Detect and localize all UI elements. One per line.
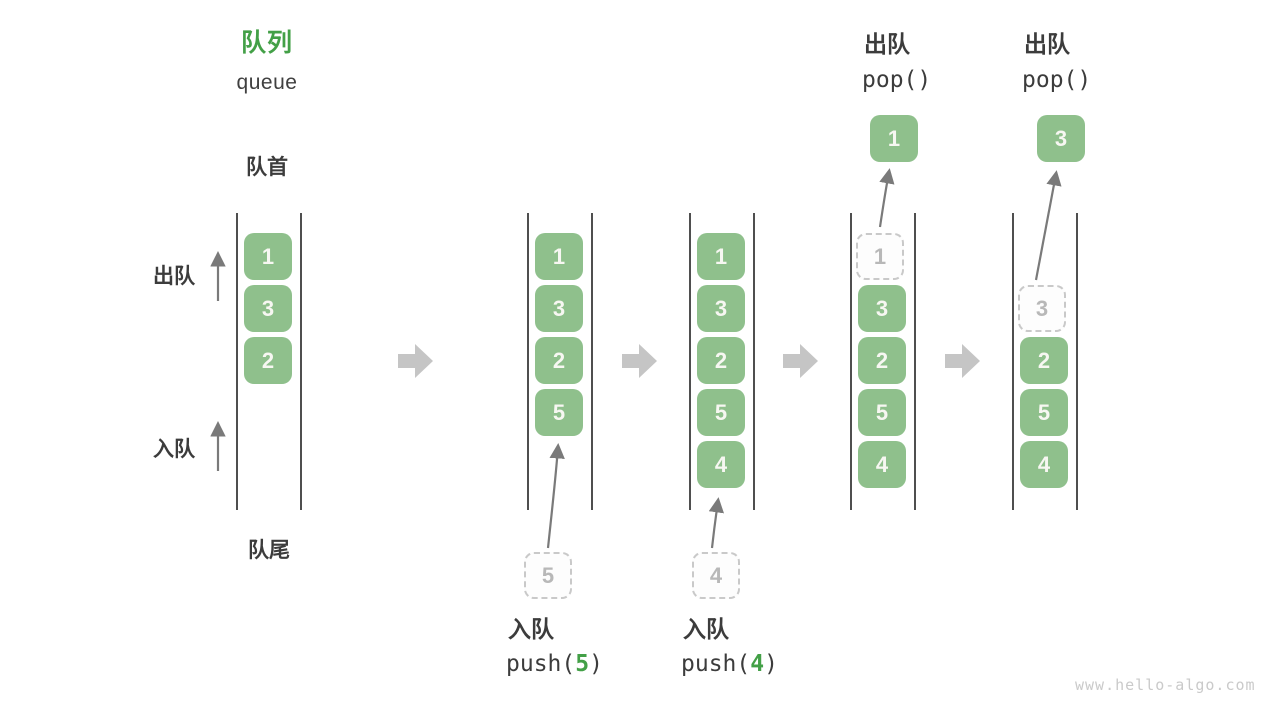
push-5-action-label: 入队 bbox=[508, 616, 554, 642]
pop-1-action-label: 出队 bbox=[864, 31, 910, 57]
push-5-call-label: push(5) bbox=[506, 653, 603, 676]
queue-cell: 5 bbox=[1020, 389, 1068, 436]
step-arrow-icon bbox=[945, 344, 980, 378]
queue-cell: 1 bbox=[697, 233, 745, 280]
step-arrow-icon bbox=[783, 344, 818, 378]
queue-column-after-pop-3: 3 2 5 4 bbox=[1012, 213, 1078, 510]
pop-3-call-label: pop() bbox=[1022, 67, 1092, 93]
queue-cell: 3 bbox=[535, 285, 583, 332]
push-4-call-label: push(4) bbox=[681, 653, 778, 676]
queue-cell: 2 bbox=[535, 337, 583, 384]
queue-cell: 1 bbox=[244, 233, 292, 280]
queue-front-label: 队首 bbox=[246, 156, 288, 179]
queue-cell: 3 bbox=[244, 285, 292, 332]
pop-3-action-label: 出队 bbox=[1024, 31, 1070, 57]
push-5-call-prefix: push( bbox=[506, 651, 576, 677]
step-arrow-icon bbox=[398, 344, 433, 378]
queue-cell: 4 bbox=[1020, 441, 1068, 488]
queue-cell: 5 bbox=[697, 389, 745, 436]
queue-rear-label: 队尾 bbox=[248, 539, 290, 562]
step-arrow-icon bbox=[622, 344, 657, 378]
queue-cell: 2 bbox=[858, 337, 906, 384]
queue-column-after-pop-1: 1 3 2 5 4 bbox=[850, 213, 916, 510]
queue-cell: 4 bbox=[697, 441, 745, 488]
queue-cell: 2 bbox=[697, 337, 745, 384]
dequeue-side-label: 出队 bbox=[153, 265, 195, 288]
queue-cell: 2 bbox=[244, 337, 292, 384]
queue-cell-placeholder: 3 bbox=[1018, 285, 1066, 332]
diagram-subtitle: queue bbox=[236, 71, 298, 94]
push-5-call-arg: 5 bbox=[575, 651, 590, 677]
queue-cell: 3 bbox=[858, 285, 906, 332]
push-4-call-arg: 4 bbox=[750, 651, 765, 677]
queue-cell: 1 bbox=[535, 233, 583, 280]
push-4-action-label: 入队 bbox=[683, 616, 729, 642]
popped-value-box-3: 3 bbox=[1037, 115, 1085, 162]
push-4-call-suffix: ) bbox=[764, 651, 778, 677]
watermark: www.hello-algo.com bbox=[1075, 676, 1256, 694]
queue-cell: 4 bbox=[858, 441, 906, 488]
staged-value-box-5: 5 bbox=[524, 552, 572, 599]
queue-cell: 2 bbox=[1020, 337, 1068, 384]
queue-cell: 3 bbox=[697, 285, 745, 332]
enqueue-side-label: 入队 bbox=[153, 438, 195, 461]
pop-1-call-label: pop() bbox=[862, 67, 932, 93]
queue-cell: 5 bbox=[535, 389, 583, 436]
staged-value-box-4: 4 bbox=[692, 552, 740, 599]
queue-cell-placeholder: 1 bbox=[856, 233, 904, 280]
queue-cell: 5 bbox=[858, 389, 906, 436]
queue-column-after-push-5: 1 3 2 5 bbox=[527, 213, 593, 510]
queue-column-after-push-4: 1 3 2 5 4 bbox=[689, 213, 755, 510]
push-4-call-prefix: push( bbox=[681, 651, 751, 677]
diagram-title: 队列 bbox=[240, 29, 293, 57]
popped-value-box-1: 1 bbox=[870, 115, 918, 162]
queue-column-initial: 1 3 2 bbox=[236, 213, 302, 510]
push-5-call-suffix: ) bbox=[589, 651, 603, 677]
